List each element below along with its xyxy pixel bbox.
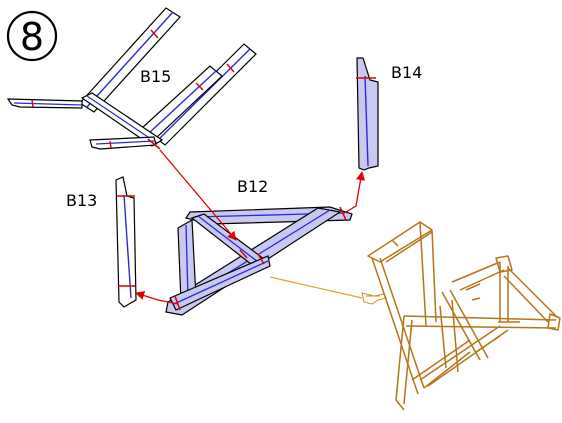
b15-arm-right [151, 43, 257, 146]
b15-stub-left [6, 98, 83, 109]
part-b13: B13 [66, 176, 137, 308]
step-badge: 8 [6, 10, 58, 62]
b15-arm-top [79, 7, 181, 113]
placement-indicator [269, 276, 387, 305]
hand-pointer-icon [361, 292, 387, 305]
label-b13: B13 [66, 191, 97, 210]
placement-arrow-icon [269, 276, 363, 299]
part-b15: B15 [6, 7, 257, 150]
label-b12: B12 [237, 177, 268, 196]
assembly-arrows [135, 149, 366, 305]
part-b12: B12 [165, 177, 353, 316]
assembly-arrow-icon [345, 171, 366, 213]
assembly-arrow-icon [159, 149, 237, 241]
part-b14: B14 [356, 57, 422, 171]
b15-stub-bottom [89, 136, 157, 150]
label-b14: B14 [391, 63, 422, 82]
step-number: 8 [20, 15, 44, 59]
assembly-arrow-icon [135, 291, 179, 305]
label-b15: B15 [140, 67, 171, 86]
b15-cross-piece [80, 92, 164, 147]
assembled-structure [367, 221, 561, 411]
step-circle-icon [6, 10, 58, 62]
